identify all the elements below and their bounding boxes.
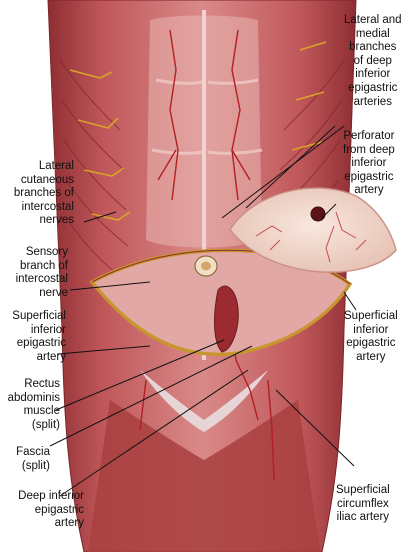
label-superficial-inferior-left: Superficial inferior epigastric artery <box>12 310 66 363</box>
skin-flap <box>229 187 397 273</box>
flap-vessels <box>255 211 367 263</box>
leader-lines <box>49 125 357 497</box>
label-deep-inferior-epigastric: Deep inferior epigastric artery <box>18 490 84 530</box>
label-superficial-inferior-right: Superficial inferior epigastric artery <box>344 310 398 363</box>
label-deep-branches: Lateral and medial branches of deep infe… <box>344 14 402 108</box>
label-rectus-abdominis: Rectus abdominis muscle (split) <box>7 378 60 431</box>
perforator-hole <box>310 206 326 222</box>
label-superficial-circumflex-iliac: Superficial circumflex iliac artery <box>336 484 390 524</box>
split-rectus <box>214 285 239 353</box>
label-sensory-branch: Sensory branch of intercostal nerve <box>15 246 68 299</box>
label-perforator: Perforator from deep inferior epigastric… <box>343 130 395 197</box>
label-cutaneous-branches: Lateral cutaneous branches of intercosta… <box>13 160 74 227</box>
arteries <box>139 29 275 481</box>
label-fascia: Fascia (split) <box>16 446 50 472</box>
